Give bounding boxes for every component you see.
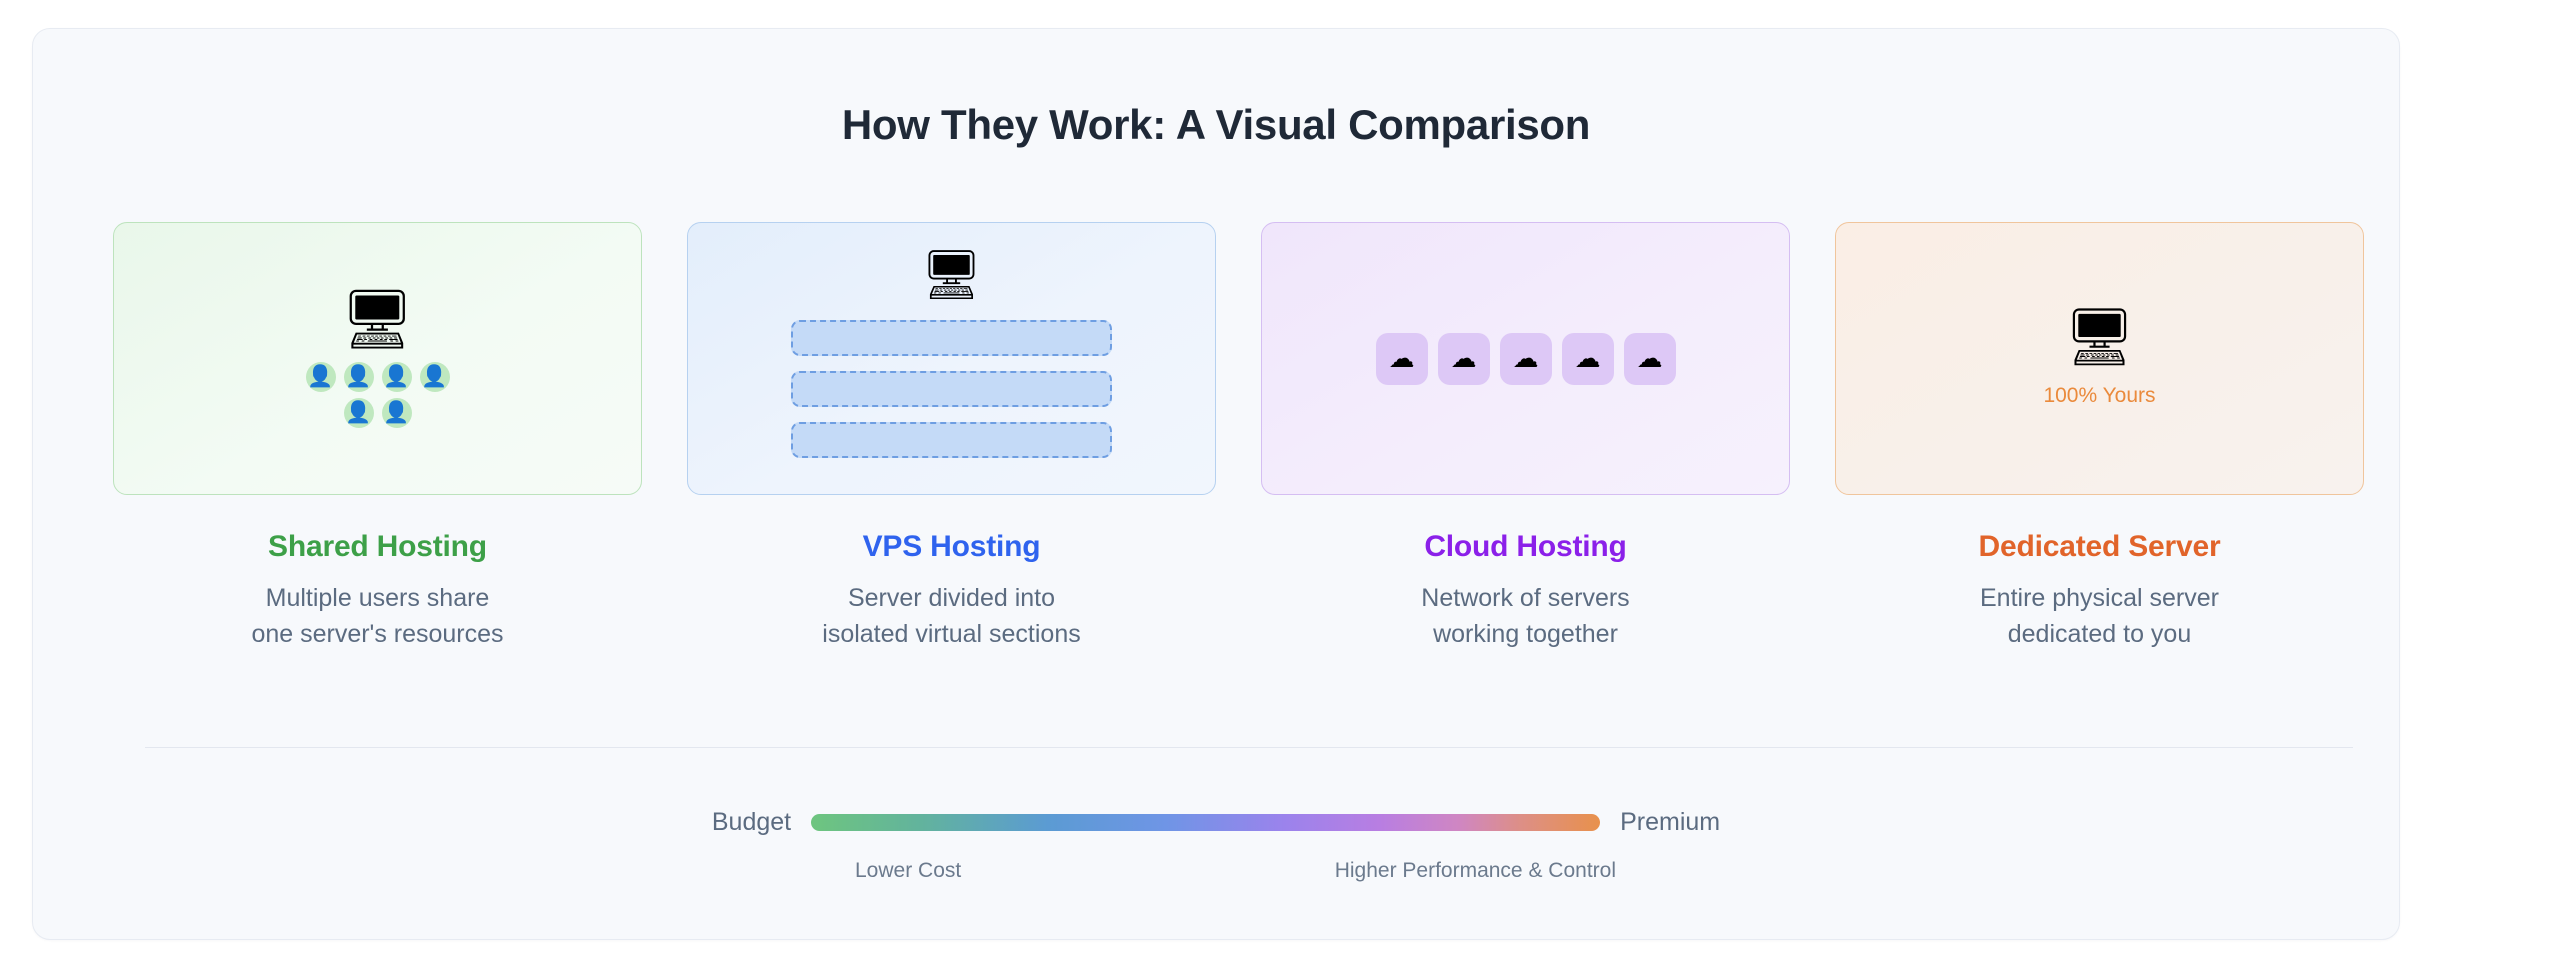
spectrum-sub-higher-performance: Higher Performance & Control xyxy=(1334,859,1616,882)
hosting-card-vps[interactable]: 🖥 VPS Hosting Server divided into isolat… xyxy=(687,222,1216,652)
vps-partition-bar xyxy=(791,422,1112,458)
cloud-visual-card: ☁ ☁ ☁ ☁ ☁ xyxy=(1261,222,1790,495)
card-title-vps: VPS Hosting xyxy=(862,530,1041,563)
user-icon: 👤 xyxy=(419,361,450,392)
card-title-dedicated: Dedicated Server xyxy=(1978,530,2221,563)
spectrum-label-budget: Budget xyxy=(711,808,792,836)
hosting-cards-row: 🖥 👤 👤 👤 👤 👤 👤 xyxy=(113,222,2364,652)
vps-partition-bar xyxy=(791,320,1112,356)
cloud-icon: ☁ xyxy=(1623,332,1676,385)
card-description-cloud: Network of servers working together xyxy=(1421,584,1630,648)
shared-illustration: 🖥 👤 👤 👤 👤 👤 👤 xyxy=(114,223,641,494)
user-icon: 👤 xyxy=(305,361,336,392)
hosting-card-cloud[interactable]: ☁ ☁ ☁ ☁ ☁ Cloud Hosting Network of serve… xyxy=(1261,222,1790,652)
user-icon: 👤 xyxy=(381,361,412,392)
vps-illustration: 🖥 xyxy=(688,251,1215,458)
user-icon: 👤 xyxy=(343,397,374,428)
user-icon: 👤 xyxy=(343,361,374,392)
shared-visual-card: 🖥 👤 👤 👤 👤 👤 👤 xyxy=(113,222,642,495)
user-group: 👤 👤 👤 👤 👤 👤 xyxy=(305,361,450,428)
cloud-illustration: ☁ ☁ ☁ ☁ ☁ xyxy=(1262,223,1789,494)
section-divider xyxy=(145,747,2353,748)
card-description-dedicated: Entire physical server dedicated to you xyxy=(1980,584,2219,648)
vps-partition-list xyxy=(688,320,1215,458)
vps-partition-bar xyxy=(791,371,1112,407)
desktop-computer-icon: 🖥 xyxy=(340,284,415,353)
dedicated-illustration: 🖥 100% Yours xyxy=(1836,223,2363,494)
spectrum-label-premium: Premium xyxy=(1620,808,1721,836)
spectrum-subtitles: Lower Cost Higher Performance & Control xyxy=(843,859,1632,883)
hosting-card-dedicated[interactable]: 🖥 100% Yours Dedicated Server Entire phy… xyxy=(1835,222,2364,652)
card-title-cloud: Cloud Hosting xyxy=(1424,530,1627,563)
cloud-icon: ☁ xyxy=(1499,332,1552,385)
dedicated-visual-card: 🖥 100% Yours xyxy=(1835,222,2364,495)
cloud-icon: ☁ xyxy=(1375,332,1428,385)
comparison-panel: How They Work: A Visual Comparison 🖥 👤 👤… xyxy=(32,28,2400,940)
card-description-shared: Multiple users share one server's resour… xyxy=(251,584,504,648)
user-row-top: 👤 👤 👤 👤 xyxy=(305,361,450,392)
cloud-icon: ☁ xyxy=(1437,332,1490,385)
cloud-icon: ☁ xyxy=(1561,332,1614,385)
page-title: How They Work: A Visual Comparison xyxy=(841,101,1591,148)
desktop-computer-icon: 🖥 xyxy=(921,247,982,303)
card-title-shared: Shared Hosting xyxy=(268,530,487,563)
card-description-vps: Server divided into isolated virtual sec… xyxy=(822,584,1081,648)
spectrum-gradient-bar xyxy=(811,814,1601,831)
hosting-card-shared[interactable]: 🖥 👤 👤 👤 👤 👤 👤 xyxy=(113,222,642,652)
vps-visual-card: 🖥 xyxy=(687,222,1216,495)
desktop-computer-icon: 🖥 xyxy=(2063,304,2136,370)
price-spectrum: Budget Premium xyxy=(33,808,2399,837)
user-row-bottom: 👤 👤 xyxy=(343,397,412,428)
status-badge: 100% Yours xyxy=(2043,383,2156,407)
user-icon: 👤 xyxy=(381,397,412,428)
spectrum-sub-lower-cost: Lower Cost xyxy=(855,859,962,882)
